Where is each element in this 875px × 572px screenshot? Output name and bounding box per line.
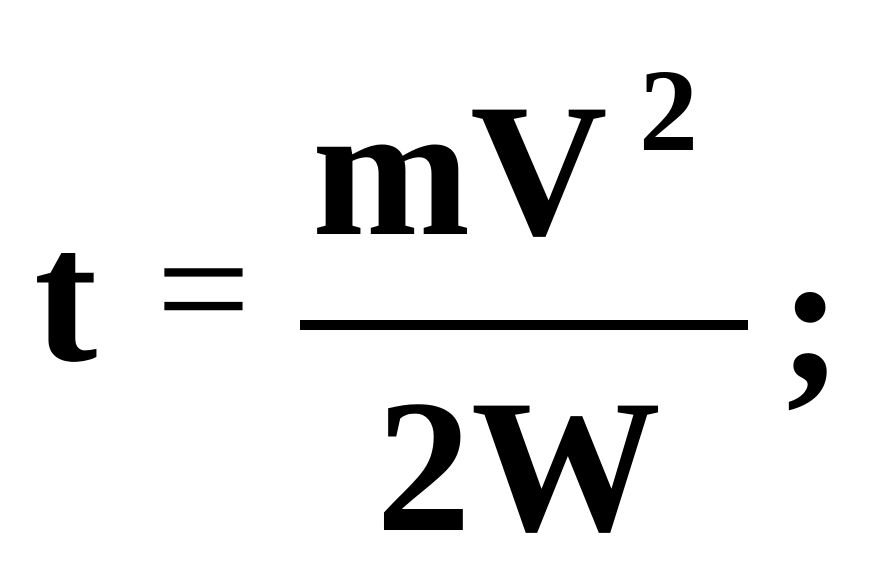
formula-lhs-variable: t xyxy=(34,192,98,402)
fraction-bar xyxy=(300,320,748,330)
numerator-exponent: 2 xyxy=(639,45,698,176)
fraction-numerator: mV xyxy=(312,66,608,276)
fraction-denominator: 2W xyxy=(376,362,661,572)
formula-semicolon: ; xyxy=(779,213,843,423)
equals-sign: = xyxy=(156,196,251,382)
